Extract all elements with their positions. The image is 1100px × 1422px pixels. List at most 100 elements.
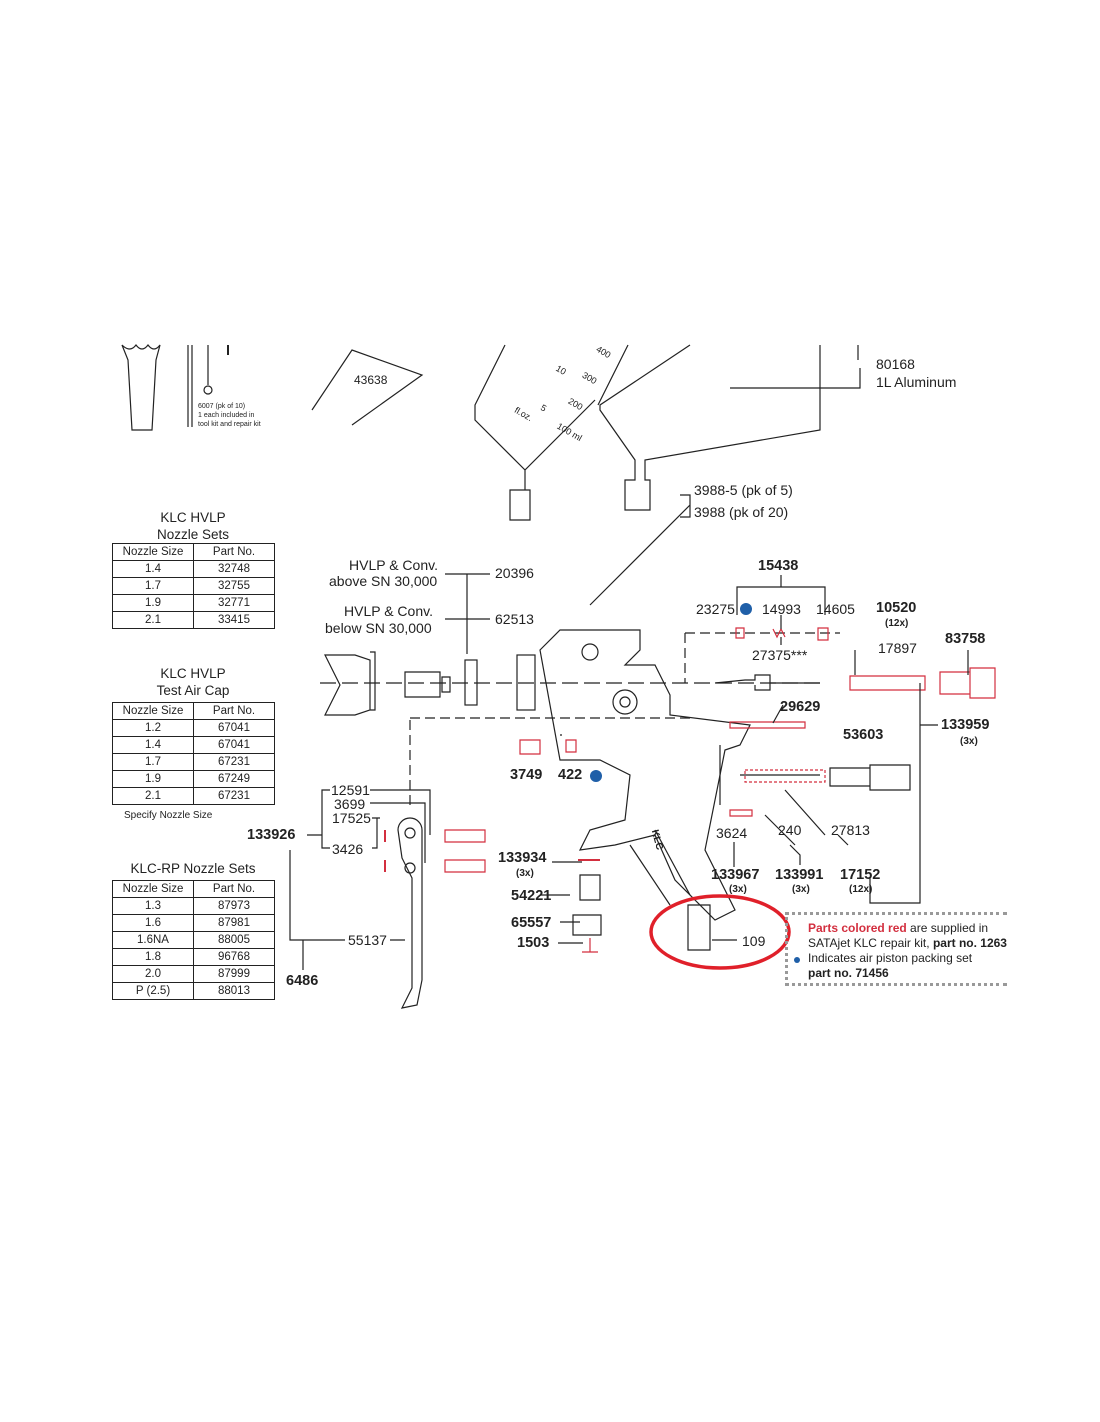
cup-part: 80168	[876, 356, 915, 372]
air-cap	[324, 651, 376, 716]
table-cell: 1.2	[112, 719, 194, 737]
filter-label: 3988 (pk of 20)	[694, 504, 789, 520]
part-label: 3624	[716, 825, 748, 841]
gun-body	[539, 629, 751, 921]
table-cell: 67231	[193, 753, 275, 771]
part-label: 65557	[511, 915, 552, 931]
table-cell: 33415	[193, 611, 275, 629]
table-cell: 87973	[193, 897, 275, 915]
column-header: Part No.	[193, 702, 275, 720]
hvlp-label: HVLP & Conv.	[349, 557, 438, 573]
part-label: 27813	[831, 822, 870, 838]
needle-spring	[849, 675, 926, 691]
part-label: 14605	[816, 601, 855, 617]
trigger	[397, 817, 423, 1009]
table-cell: 1.4	[112, 560, 194, 578]
quantity-label: (3x)	[792, 884, 810, 895]
part-label: 14993	[762, 601, 801, 617]
part-label: 133926	[247, 827, 296, 843]
table-cell: 87999	[193, 965, 275, 983]
hvlp-label: below SN 30,000	[325, 620, 432, 636]
part-label: 3749	[510, 767, 543, 783]
part-label: 12591	[331, 782, 370, 798]
repair-kit-note: Parts colored red are supplied in SATAje…	[785, 912, 1007, 986]
quantity-label: (12x)	[849, 884, 873, 895]
column-header: Nozzle Size	[112, 880, 194, 898]
part-label: 55137	[348, 932, 387, 948]
part-label: 133934	[498, 850, 547, 866]
bullet-dot-icon	[794, 957, 800, 963]
quantity-label: (3x)	[516, 868, 534, 879]
table-cell: 1.9	[112, 770, 194, 788]
table-cell: 1.7	[112, 577, 194, 595]
table-cell: 2.1	[112, 611, 194, 629]
table-cell: 1.4	[112, 736, 194, 754]
table-cell: 1.6	[112, 914, 194, 932]
table-cell: 1.8	[112, 948, 194, 966]
table-cell: 1.6NA	[112, 931, 194, 949]
table-cell: 87981	[193, 914, 275, 932]
tool-wrench	[121, 344, 161, 431]
hvlp-label: above SN 30,000	[329, 573, 438, 589]
quantity-label: (3x)	[729, 884, 747, 895]
adjust-knob-83758	[939, 667, 996, 699]
part-label: 53603	[843, 727, 884, 743]
table-cell: 2.1	[112, 787, 194, 805]
part-label: 133959	[941, 717, 990, 733]
fluid-needle	[714, 674, 820, 691]
table-cell: 96768	[193, 948, 275, 966]
part-label: 17897	[878, 640, 917, 656]
air-piston	[740, 764, 911, 791]
table-cell: 32771	[193, 594, 275, 612]
column-header: Part No.	[193, 543, 275, 561]
table-cell: 1.7	[112, 753, 194, 771]
filter-label: 3988-5 (pk of 5)	[694, 482, 793, 498]
part-label: 17152	[840, 867, 881, 883]
part-label: 109	[742, 933, 766, 949]
table-cell: 32748	[193, 560, 275, 578]
table-cell: P (2.5)	[112, 982, 194, 1000]
hvlp-label: HVLP & Conv.	[344, 603, 433, 619]
part-label: 54221	[511, 888, 552, 904]
part-label: 29629	[780, 699, 821, 715]
part-label: 62513	[495, 611, 534, 627]
part-label: 15438	[758, 558, 799, 574]
quantity-label: (12x)	[885, 618, 909, 629]
table-cell: 32755	[193, 577, 275, 595]
quantity-label: (3x)	[960, 736, 978, 747]
column-header: Part No.	[193, 880, 275, 898]
table-cell: 88005	[193, 931, 275, 949]
part-label: 27375***	[752, 647, 808, 663]
part-label: 1503	[517, 935, 550, 951]
table-cell: 67231	[193, 787, 275, 805]
table-cell: 67249	[193, 770, 275, 788]
part-label: 20396	[495, 565, 534, 581]
part-label: 23275	[696, 601, 735, 617]
part-label: 10520	[876, 600, 917, 616]
nozzle	[404, 671, 451, 698]
part-label: 133967	[711, 867, 760, 883]
highlight-circle	[649, 894, 791, 970]
table-cell: 1.9	[112, 594, 194, 612]
part-label: 17525	[332, 810, 371, 826]
table-title: KLC-RP Nozzle Sets	[130, 861, 256, 876]
